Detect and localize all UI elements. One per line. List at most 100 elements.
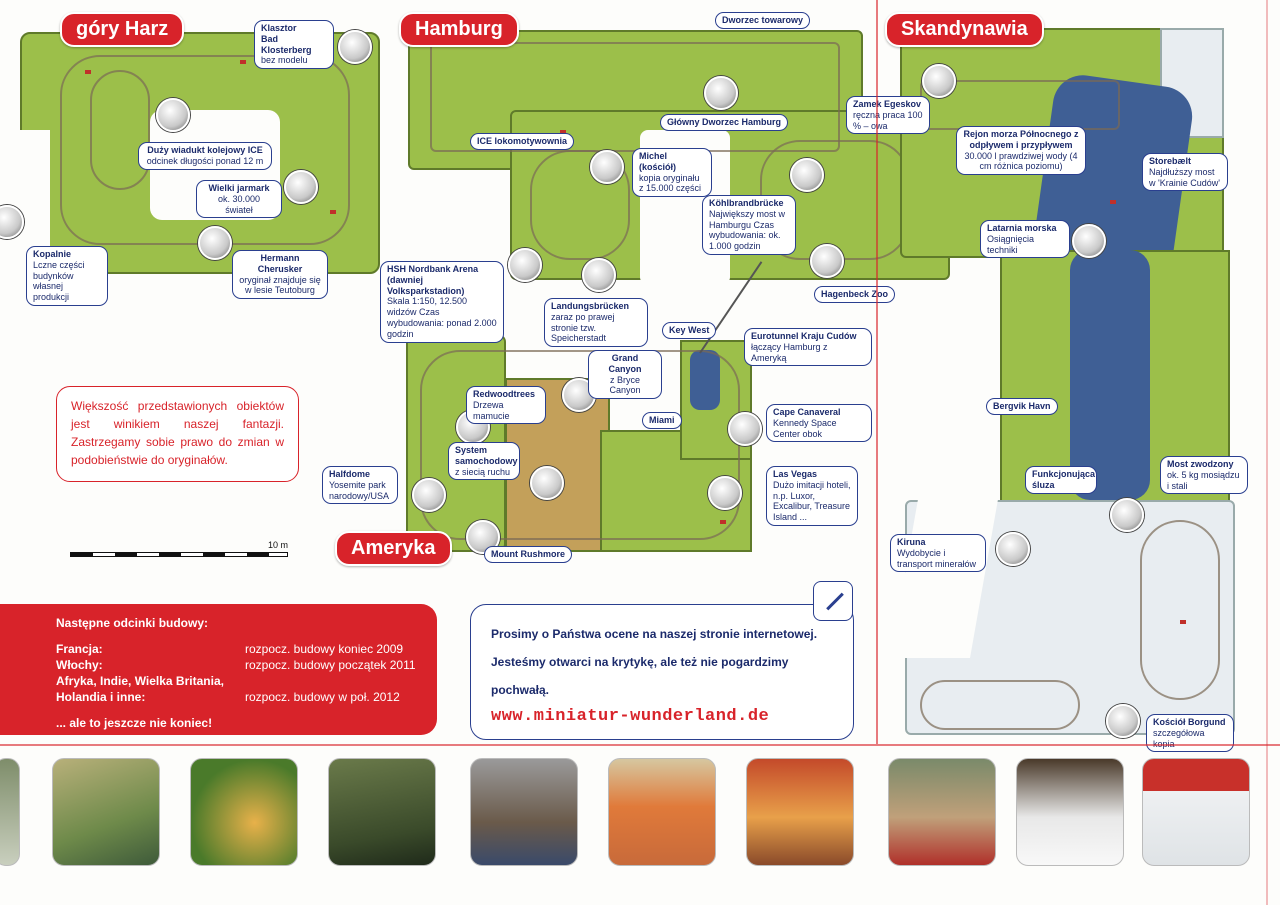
callout-kopalnie: Kopalnie Lczne części budynków własnej p… — [26, 246, 108, 306]
next-build-box: Następne odcinki budowy: Francja: rozpoc… — [0, 604, 437, 735]
callout-sub: Dużo imitacji hoteli, n.p. Luxor, Excali… — [773, 479, 851, 523]
callout-title: Hagenbeck Zoo — [821, 289, 889, 299]
callout-title: Landungsbrücken — [551, 301, 630, 311]
callout-kiruna: Kiruna Wydobycie i transport minerałów — [890, 534, 986, 573]
monastery-icon — [338, 30, 372, 64]
callout-glowny-dworzec: Główny Dworzec Hamburg — [660, 114, 789, 131]
feedback-line: pochwałą. — [491, 683, 550, 697]
station-icon — [704, 76, 738, 110]
callout-title: Latarnia morska — [987, 223, 1057, 233]
callout-title: Miami — [649, 415, 675, 425]
callout-title: Hermann Cherusker — [257, 253, 303, 274]
callout-title: Funkcjonująca śluza — [1032, 469, 1096, 490]
bridge-icon — [790, 158, 824, 192]
callout-sub: Najdłuższy most w 'Krainie Cudów' — [1149, 166, 1220, 188]
callout-storebaelt: Storebælt Najdłuższy most w 'Krainie Cud… — [1142, 153, 1228, 192]
callout-title: Duży wiadukt kolejowy ICE — [147, 145, 263, 155]
callout-sub: Osiągnięcia techniki — [987, 233, 1035, 255]
region-skandynawia: Skandynawia — [885, 12, 1044, 47]
callout-ice-lokomotywownia: ICE lokomotywownia — [470, 133, 575, 150]
skand-track-2 — [920, 680, 1080, 730]
callout-title: System samochodowy — [455, 445, 518, 466]
callout-sub: ok. 30.000 świateł — [217, 193, 261, 215]
halfdome-icon — [412, 478, 446, 512]
callout-title: Eurotunnel Kraju Cudów — [751, 331, 857, 341]
divider-vertical — [1266, 0, 1268, 905]
callout-key-west: Key West — [662, 322, 717, 339]
callout-sub: kopia oryginału z 15.000 części — [639, 172, 702, 194]
callout-title: Key West — [669, 325, 710, 335]
feedback-line: Jesteśmy otwarci na krytykę, ale też nie… — [491, 655, 789, 669]
photo-thumbnail — [1016, 758, 1124, 866]
callout-landungs: Landungsbrücken zaraz po prawej stronie … — [544, 298, 648, 348]
callout-eurotunnel: Eurotunnel Kraju Cudów łączący Hamburg z… — [744, 328, 872, 367]
callout-hagenbeck: Hagenbeck Zoo — [814, 286, 896, 303]
callout-wiadukt: Duży wiadukt kolejowy ICE odcinek długoś… — [138, 142, 272, 170]
next-build-header: Następne odcinki budowy: — [56, 616, 209, 630]
feedback-line: Prosimy o Państwa ocene na naszej stroni… — [491, 627, 818, 641]
next-build-place: Włochy: — [56, 658, 103, 672]
harz-track-inner — [90, 70, 150, 190]
callout-klasztor: Klasztor Bad Klosterberg bez modelu — [254, 20, 334, 70]
oil-pump-icon — [530, 466, 564, 500]
callout-hsh: HSH Nordbank Arena (dawniej Volksparksta… — [380, 261, 504, 343]
callout-grand-canyon: Grand Canyon z Bryce Canyon — [588, 350, 662, 400]
photo-thumbnail — [746, 758, 854, 866]
callout-title: Główny Dworzec Hamburg — [667, 117, 782, 127]
scale-label: 10 m — [268, 540, 289, 550]
callout-title: Kopalnie — [33, 249, 72, 259]
callout-sub: łączący Hamburg z Ameryką — [751, 341, 828, 363]
stave-church-icon — [1106, 704, 1140, 738]
next-build-when: rozpocz. budowy w poł. 2012 — [245, 690, 400, 704]
callout-sub: oryginał znajduje się w lesie Teutoburg — [239, 274, 321, 296]
callout-title: Klasztor Bad Klosterberg — [261, 23, 312, 55]
house-marker — [240, 60, 246, 64]
callout-sub: Drzewa mamucie — [473, 399, 510, 421]
callout-title: ICE lokomotywownia — [477, 136, 568, 146]
callout-title: Köhlbrandbrücke — [709, 198, 784, 208]
harbour-icon — [582, 258, 616, 292]
photo-thumbnail — [888, 758, 996, 866]
callout-sub: ok. 5 kg mosiądzu i stali — [1167, 469, 1240, 491]
callout-miami: Miami — [642, 412, 682, 429]
disclaimer-notice: Większość przedstawionych obiektów jest … — [56, 386, 299, 482]
callout-sub: szczegółowa kopia — [1153, 727, 1205, 749]
photo-thumbnail — [190, 758, 298, 866]
lighthouse-icon — [1072, 224, 1106, 258]
callout-sub: Największy most w Hamburgu Czas wybudowa… — [709, 208, 786, 252]
callout-sub: Yosemite park narodowy/USA — [329, 479, 390, 501]
callout-sub: z Bryce Canyon — [609, 374, 641, 396]
region-harz: góry Harz — [60, 12, 185, 47]
callout-title: Storebælt — [1149, 156, 1192, 166]
photo-thumbnail — [328, 758, 436, 866]
pen-icon — [813, 581, 853, 621]
hamburg-track-2 — [530, 150, 630, 260]
divider-vertical — [876, 0, 878, 744]
church-icon — [590, 150, 624, 184]
callout-sub: zaraz po prawej stronie tzw. Speichersta… — [551, 311, 615, 344]
sluice-icon — [1110, 498, 1144, 532]
next-build-when: rozpocz. budowy początek 2011 — [245, 658, 416, 672]
stadium-icon — [508, 248, 542, 282]
callout-bergvik: Bergvik Havn — [986, 398, 1058, 415]
viaduct-icon — [156, 98, 190, 132]
callout-title: Grand Canyon — [608, 353, 642, 374]
next-build-when: rozpocz. budowy koniec 2009 — [245, 642, 404, 656]
next-build-place: Holandia i inne: — [56, 690, 146, 704]
callout-system: System samochodowy z siecią ruchu — [448, 442, 520, 481]
website-link[interactable]: www.miniatur-wunderland.de — [491, 707, 770, 726]
scale-bar — [70, 552, 288, 557]
callout-sub: Kennedy Space Center obok — [773, 417, 837, 439]
callout-rejon: Rejon morza Północnego z odpływem i przy… — [956, 126, 1086, 176]
callout-rushmore: Mount Rushmore — [484, 546, 572, 563]
callout-dworzec-towarowy: Dworzec towarowy — [715, 12, 811, 29]
callout-title: Cape Canaveral — [773, 407, 841, 417]
callout-cherusker: Hermann Cherusker oryginał znajduje się … — [232, 250, 328, 300]
ore-train-icon — [996, 532, 1030, 566]
zoo-icon — [810, 244, 844, 278]
region-hamburg: Hamburg — [399, 12, 519, 47]
house-marker — [1110, 200, 1116, 204]
callout-most: Most zwodzony ok. 5 kg mosiądzu i stali — [1160, 456, 1248, 495]
castle-icon — [922, 64, 956, 98]
callout-michel: Michel (kościół) kopia oryginału z 15.00… — [632, 148, 712, 198]
